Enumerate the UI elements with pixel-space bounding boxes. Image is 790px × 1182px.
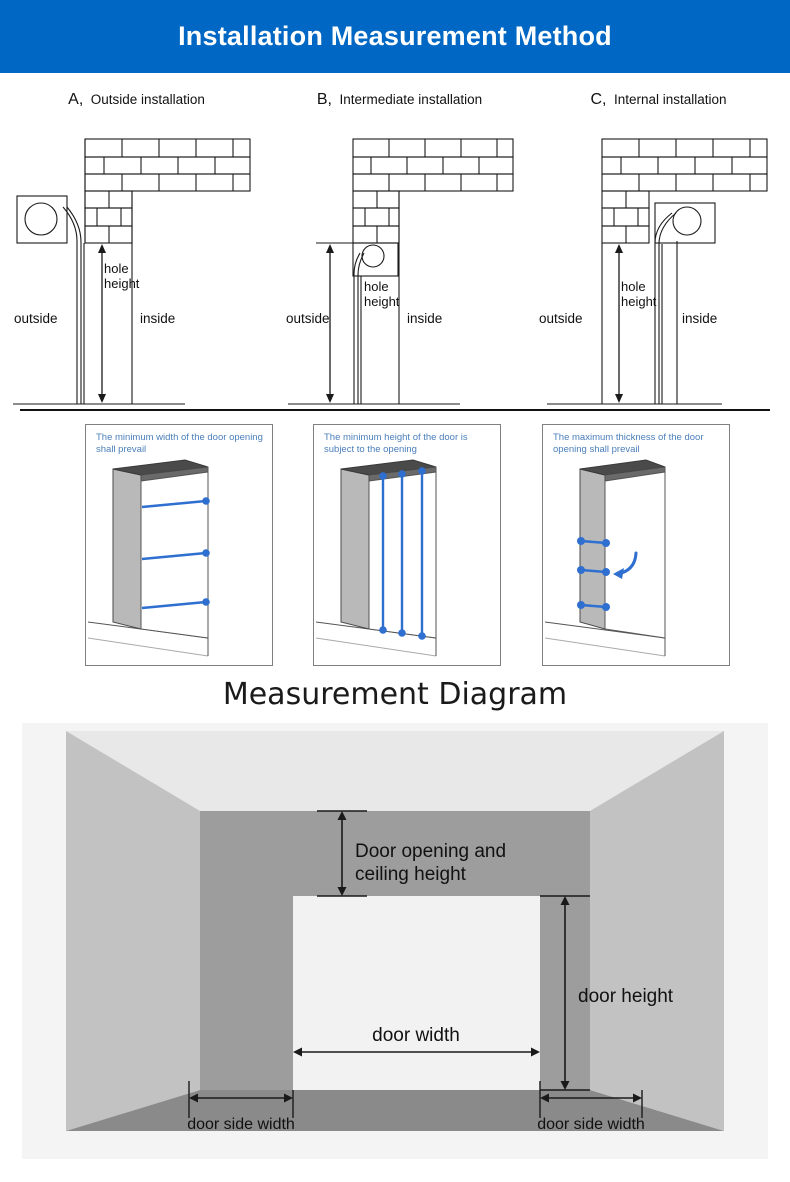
installation-c-letter: C, xyxy=(590,91,607,108)
inside-label-c: inside xyxy=(682,311,717,326)
door-panel-thickness: The maximum thickness of the door openin… xyxy=(542,424,730,666)
caption-line1: The minimum width of the door xyxy=(96,432,227,443)
door-panel-width-caption: The minimum width of the door opening sh… xyxy=(96,432,266,455)
inside-label-a: inside xyxy=(140,311,175,326)
door-side-width-right-label: door side width xyxy=(537,1116,645,1133)
installation-b-diagram: hole height outside inside xyxy=(286,138,514,405)
door-frame-width-svg xyxy=(87,459,210,657)
installation-c-diagram: hole height outside inside xyxy=(539,138,768,405)
page-header: Installation Measurement Method xyxy=(0,0,790,73)
outside-label-c: outside xyxy=(539,311,583,326)
measurement-diagram-title: Measurement Diagram xyxy=(222,677,568,712)
installation-c-caption: C, Internal installation xyxy=(527,91,790,109)
door-opening-section: The minimum width of the door opening sh… xyxy=(0,418,790,670)
caption-line2: opening shall prevail xyxy=(96,432,263,455)
installation-type-b: B, Intermediate installation xyxy=(268,73,531,410)
hole-height-label-c-line1: hole xyxy=(621,279,646,294)
curved-arrow-icon xyxy=(613,551,638,579)
door-width-label: door width xyxy=(372,1025,460,1046)
installation-c-title: Internal installation xyxy=(613,92,727,107)
section-divider xyxy=(20,409,770,411)
ceiling-height-label-line2: ceiling height xyxy=(355,864,467,885)
caption-line2: door opening shall prevail xyxy=(553,432,704,455)
door-panel-height: The minimum height of the door is subjec… xyxy=(313,424,501,666)
installation-a-diagram: hole height outside inside xyxy=(13,138,251,405)
installation-type-a: A, Outside installation xyxy=(5,73,268,410)
door-panel-thickness-caption: The maximum thickness of the door openin… xyxy=(553,432,723,455)
measurement-diagram-section: Door opening and ceiling height door hei… xyxy=(22,723,768,1159)
door-height-label: door height xyxy=(578,986,674,1007)
installation-b-title: Intermediate installation xyxy=(339,92,483,107)
door-panel-width: The minimum width of the door opening sh… xyxy=(85,424,273,666)
installation-types-section: A, Outside installation xyxy=(0,73,790,410)
door-side-width-left-label: door side width xyxy=(187,1116,295,1133)
door-frame-height-svg xyxy=(315,459,437,657)
caption-line2: is subject to the opening xyxy=(324,432,468,455)
installation-a-caption: A, Outside installation xyxy=(5,91,268,109)
installation-a-title: Outside installation xyxy=(90,92,205,107)
installation-a-letter: A, xyxy=(68,91,84,108)
page-title: Installation Measurement Method xyxy=(178,21,612,51)
door-side-width-left-dimension xyxy=(188,1081,294,1118)
ceiling-height-label-line1: Door opening and xyxy=(355,841,506,862)
outside-label-a: outside xyxy=(14,311,58,326)
door-side-width-right-dimension xyxy=(539,1081,643,1118)
hole-height-label-b-line1: hole xyxy=(364,279,389,294)
outside-label-b: outside xyxy=(286,311,330,326)
caption-line1: The minimum height of the door xyxy=(324,432,459,443)
hole-height-label-a-line2: height xyxy=(104,276,140,291)
door-frame-thickness-svg xyxy=(544,459,666,657)
hole-height-label-b-line2: height xyxy=(364,294,400,309)
door-panel-height-caption: The minimum height of the door is subjec… xyxy=(324,432,494,455)
installation-b-letter: B, xyxy=(316,91,332,108)
garage-measurement-diagram: Door opening and ceiling height door hei… xyxy=(22,723,768,1159)
inside-label-b: inside xyxy=(407,311,442,326)
hole-height-label-a-line1: hole xyxy=(104,261,129,276)
installation-b-caption: B, Intermediate installation xyxy=(268,91,531,109)
hole-height-label-c-line2: height xyxy=(621,294,657,309)
installation-type-c: C, Internal installation xyxy=(527,73,790,410)
caption-line1: The maximum thickness of the xyxy=(553,432,682,443)
